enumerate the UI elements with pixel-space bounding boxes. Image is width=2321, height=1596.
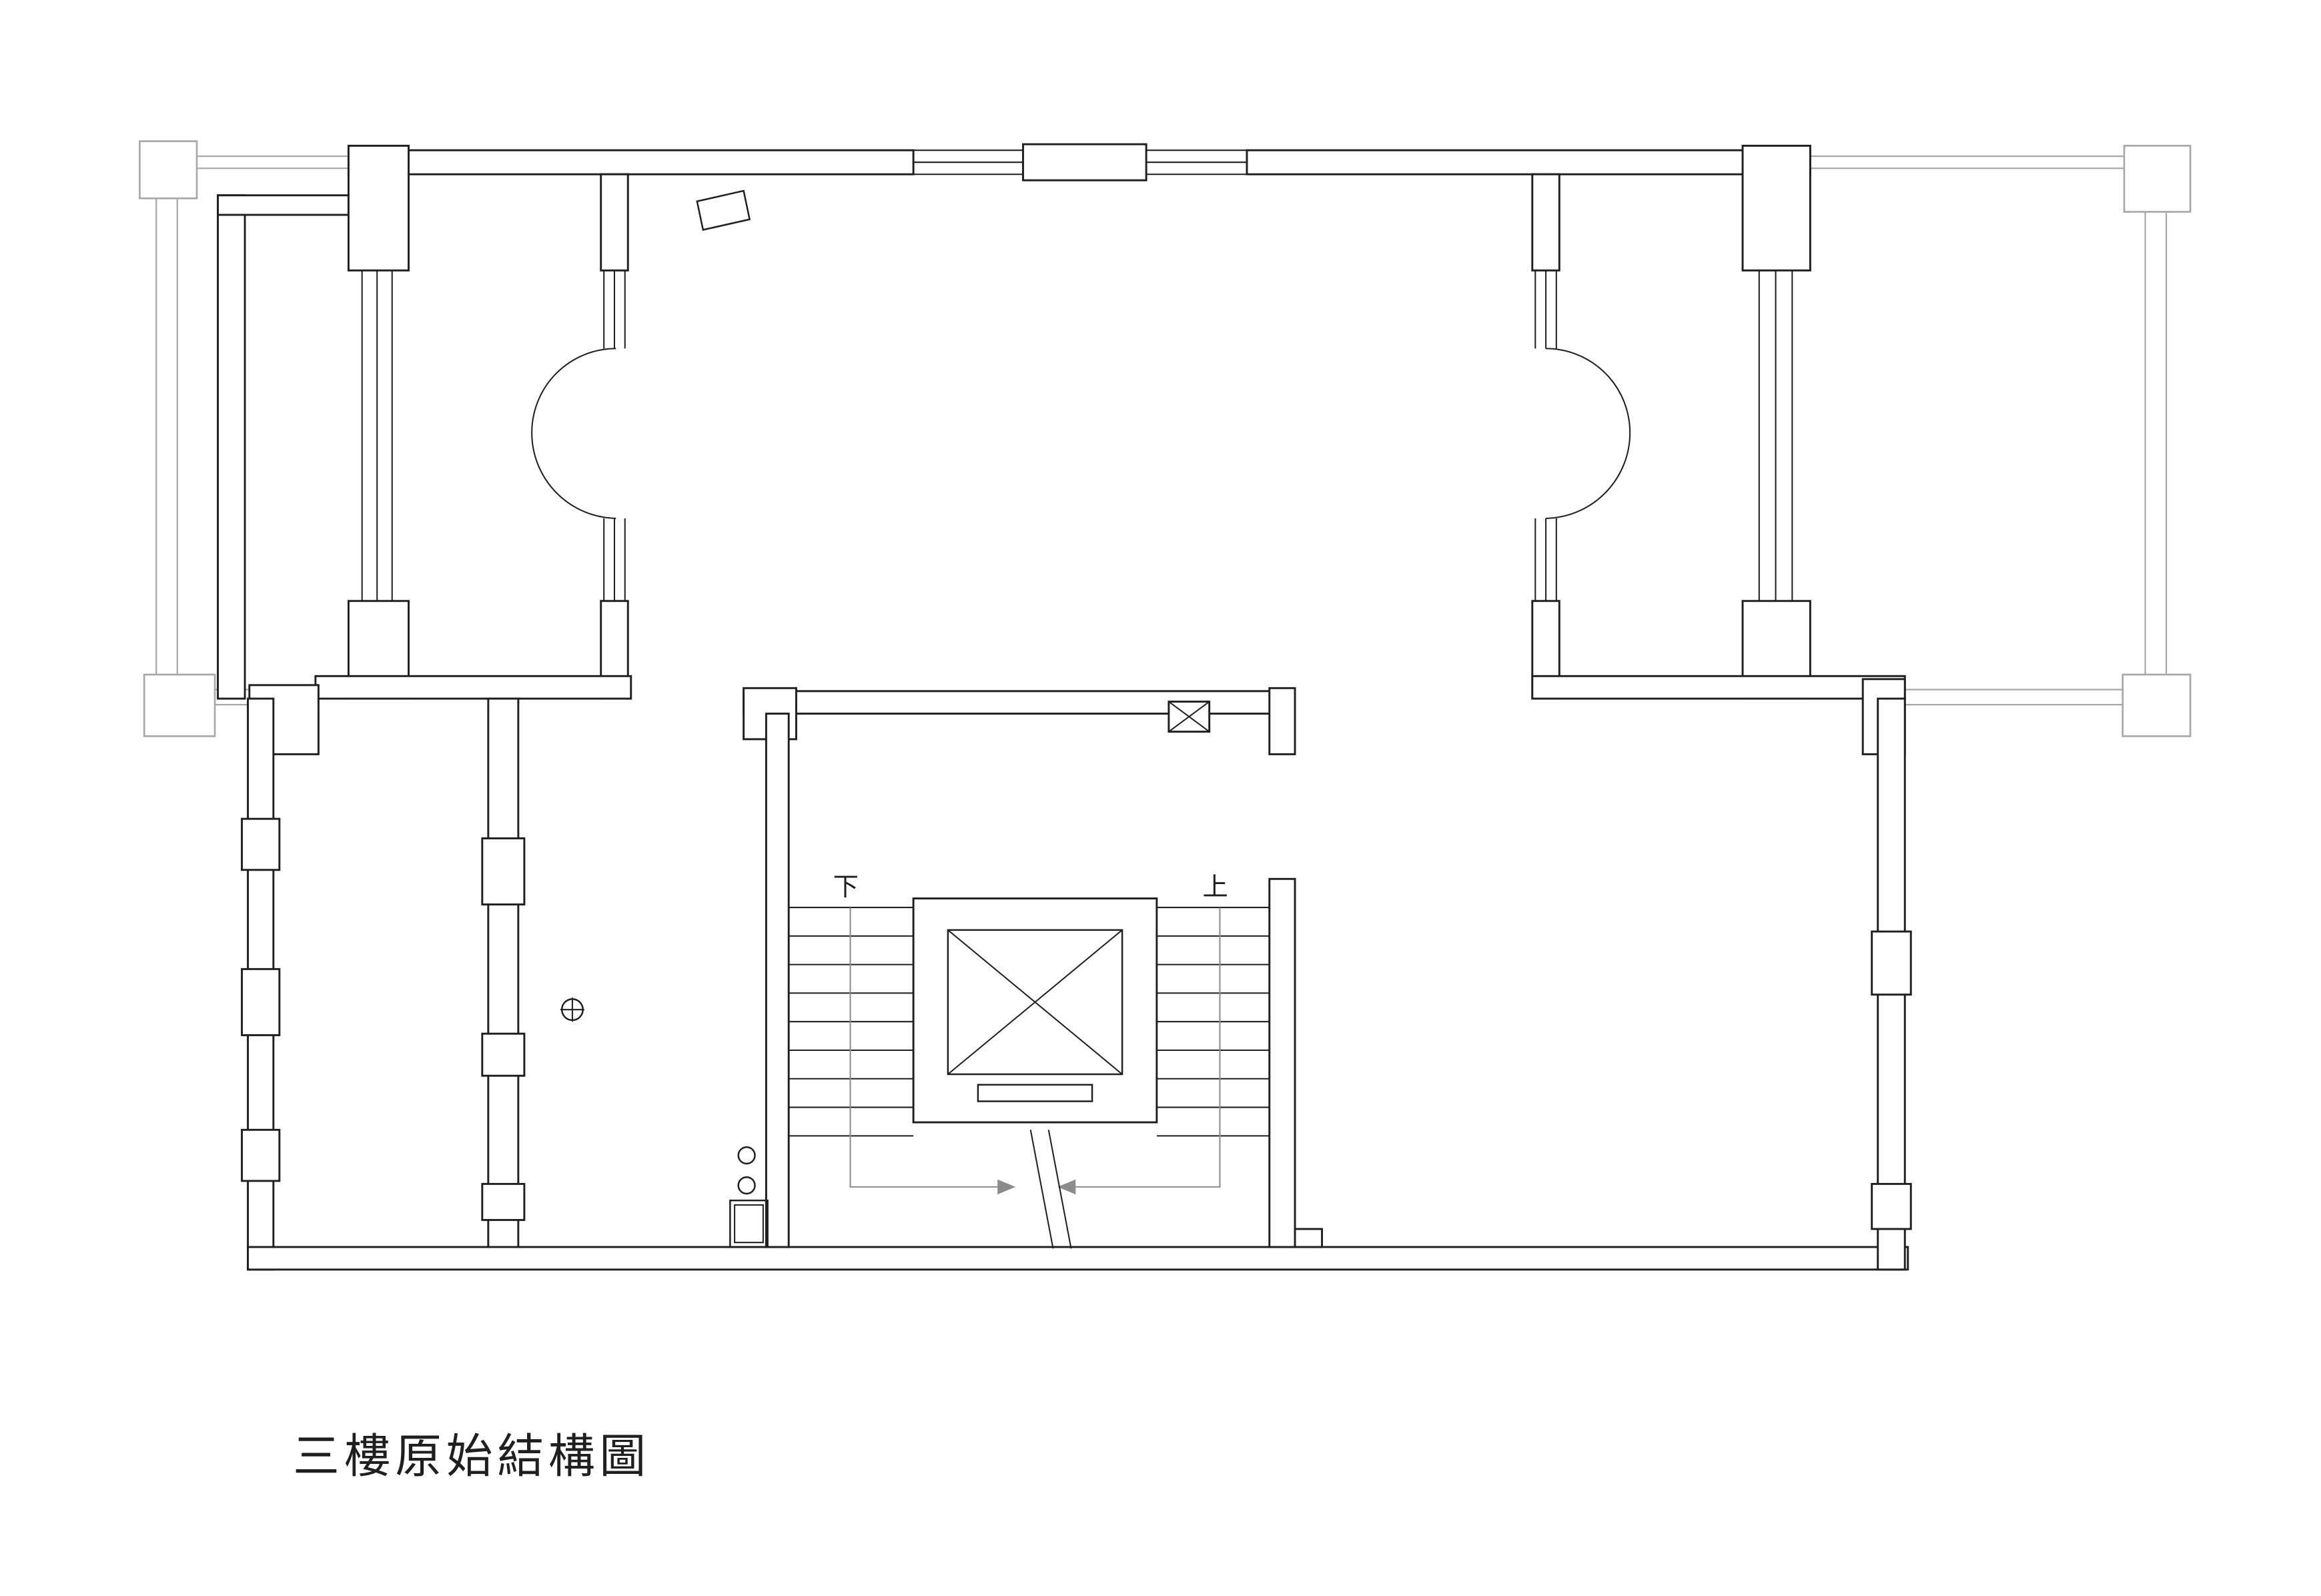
fixture-circle — [737, 1146, 756, 1165]
balcony-rail-wall — [217, 194, 246, 700]
wall-cabinet — [696, 189, 751, 232]
staircase — [789, 907, 1270, 1249]
labels: 下 上 三樓原始結構圖 — [293, 873, 1228, 1483]
stair-up-label: 上 — [1203, 873, 1228, 901]
walk-line-arrow — [997, 1179, 1016, 1195]
top-wall-west — [347, 149, 915, 175]
stair-treads-left-flight — [789, 907, 914, 1137]
column — [481, 837, 526, 906]
stair-walk-line-up — [1057, 907, 1221, 1195]
left-room-double-door — [531, 348, 616, 519]
walk-line-arrow — [1057, 1179, 1076, 1195]
door-arc — [1546, 348, 1631, 433]
column — [1871, 1182, 1912, 1230]
walls — [217, 143, 1912, 1271]
column — [241, 1128, 281, 1182]
column — [1531, 173, 1560, 272]
grid-column — [143, 673, 216, 737]
column — [1741, 144, 1811, 272]
column — [241, 967, 281, 1036]
column — [1268, 687, 1296, 755]
column-grid — [139, 140, 2192, 737]
wall-notch — [1294, 1228, 1324, 1248]
top-wall-east — [1246, 149, 1811, 175]
duct-box — [729, 1199, 769, 1248]
elevator-car — [947, 929, 1123, 1076]
door-arc — [1546, 432, 1631, 519]
grid-column — [139, 140, 198, 200]
stair-treads-right-flight — [1156, 907, 1270, 1137]
wall — [217, 194, 350, 216]
column — [481, 1182, 526, 1221]
fixture-circle — [737, 1176, 756, 1195]
elevator-counterweight — [977, 1084, 1093, 1102]
drawing-title: 三樓原始結構圖 — [293, 1431, 650, 1483]
stair-down-label: 下 — [833, 873, 859, 901]
bottom-wall — [247, 1246, 1909, 1271]
beam-cross-symbol — [1168, 701, 1211, 733]
column — [347, 144, 410, 272]
column — [241, 817, 281, 871]
stair-core-left-wall — [765, 713, 790, 1248]
interior-partition-wall — [487, 697, 520, 1248]
right-room-bottom-wall — [1531, 675, 1906, 700]
stair-core-right-wall — [1268, 877, 1296, 1248]
elevator-cross — [947, 929, 1123, 1075]
door-arc — [531, 432, 616, 519]
left-room-bottom-wall — [314, 675, 632, 700]
column — [600, 173, 629, 272]
right-room-double-door — [1546, 348, 1631, 519]
door-arc — [531, 348, 616, 433]
stair-break-line — [1029, 1130, 1072, 1249]
column — [1871, 930, 1912, 996]
target-symbol — [560, 998, 584, 1022]
elevator-shaft — [912, 897, 1158, 1124]
top-wall-center-block — [1021, 143, 1147, 181]
fixtures — [560, 189, 769, 1248]
grid-column — [2122, 673, 2192, 737]
column — [481, 1032, 526, 1077]
stair-walk-line-down — [849, 907, 1016, 1195]
stair-core-top-wall — [743, 690, 1296, 715]
grid-column — [2123, 145, 2192, 213]
